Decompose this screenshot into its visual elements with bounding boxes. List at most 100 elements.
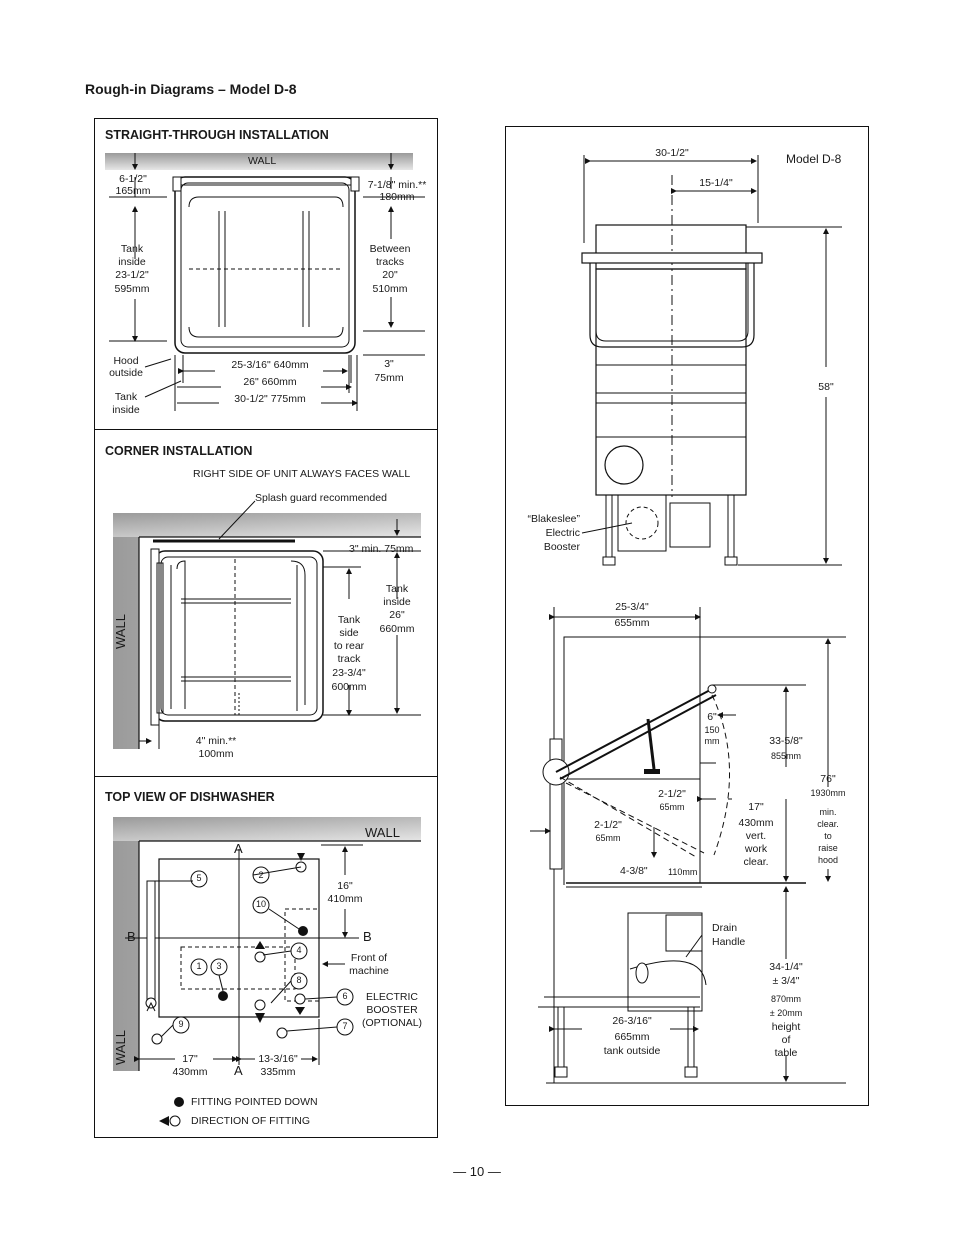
straight-through-drawing: [105, 153, 425, 411]
fitting-2-number: 2: [258, 870, 264, 880]
st-right-top-in: 7-1/8" min.**: [367, 179, 427, 191]
st-left-top-in: 6-1/2": [119, 173, 147, 185]
st-right-top-mm: 180mm: [379, 191, 415, 203]
blakeslee-2: Electric: [545, 527, 580, 539]
side-l212-mm: 65mm: [595, 833, 621, 843]
front-width-half: 15-1/4": [699, 177, 733, 189]
side-bottom-3: tank outside: [603, 1045, 661, 1057]
corner-tank-side-5: 23-3/4": [332, 667, 366, 679]
side-h33-mm: 855mm: [770, 751, 801, 761]
front-height: 58": [818, 381, 834, 393]
side-top-mm: 655mm: [614, 617, 650, 629]
side-h76-in: 76": [820, 773, 836, 785]
corner-tank-side-4: track: [337, 653, 361, 665]
st-hood-2: outside: [109, 367, 143, 379]
st-left-top-mm: 165mm: [115, 185, 151, 197]
st-three-in: 3": [384, 358, 394, 370]
side-v17-5: clear.: [743, 856, 769, 868]
side-top-in: 25-3/4": [615, 601, 649, 613]
corner-four-mm: 100mm: [198, 748, 234, 760]
fitting-8-number: 8: [296, 975, 302, 985]
tv-wall-top: WALL: [365, 825, 400, 840]
st-tank-b-2: inside: [112, 404, 140, 416]
side-bottom-mm: 665mm: [614, 1031, 650, 1043]
tv-seventeen-in: 17": [182, 1053, 198, 1065]
side-v17-3: vert.: [745, 830, 767, 842]
fitting-5-number: 5: [196, 873, 202, 883]
top-view-drawing: [113, 817, 421, 1127]
side-h34-4: of: [781, 1034, 791, 1046]
side-h33-in: 33-5/8": [769, 735, 803, 747]
side-h34-5: table: [774, 1047, 798, 1059]
corner-four-min: 4" min.**: [195, 735, 237, 747]
side-l212-in: 2-1/2": [594, 819, 622, 831]
tv-wall-side: WALL: [113, 1030, 128, 1065]
top-view-title: TOP VIEW OF DISHWASHER: [105, 790, 275, 804]
side-h34-tol: ± 3/4": [772, 975, 800, 987]
st-dim-3: 30-1/2" 775mm: [234, 393, 306, 405]
corner-note: RIGHT SIDE OF UNIT ALWAYS FACES WALL: [193, 468, 411, 480]
side-d212-mm: 65mm: [659, 802, 685, 812]
side-h34-3: height: [771, 1021, 801, 1033]
tv-sixteen-mm: 410mm: [327, 893, 363, 905]
tv-booster-1: ELECTRIC: [366, 991, 418, 1003]
st-tank-b-1: Tank: [114, 391, 138, 403]
tv-front-2: machine: [349, 965, 389, 977]
fitting-7-number: 7: [342, 1021, 348, 1031]
fitting-4-number: 4: [296, 945, 302, 955]
side-clear-5: hood: [817, 855, 839, 865]
tv-booster-2: BOOSTER: [366, 1004, 418, 1016]
side-drain-1: Drain: [712, 922, 738, 934]
tv-seventeen-mm: 430mm: [172, 1066, 208, 1078]
side-v17-mm: 430mm: [738, 817, 774, 829]
tv-a-bottom: A: [234, 1063, 243, 1078]
corner-drawing: [113, 500, 421, 749]
st-dim-1: 25-3/16" 640mm: [231, 359, 309, 371]
tv-booster-3: (OPTIONAL): [361, 1017, 423, 1029]
st-tank-inside-1: Tank: [120, 243, 144, 255]
st-dim-2: 26" 660mm: [243, 376, 297, 388]
tv-thirteen-mm: 335mm: [260, 1066, 296, 1078]
page-title: Rough-in Diagrams – Model D-8: [85, 81, 297, 97]
corner-title: CORNER INSTALLATION: [105, 444, 253, 458]
side-six-mm-1: 150: [704, 725, 720, 735]
corner-tank-side-3: to rear: [333, 640, 365, 652]
tv-sixteen-in: 16": [337, 880, 353, 892]
straight-through-title: STRAIGHT-THROUGH INSTALLATION: [105, 128, 329, 142]
corner-tank-in-1: Tank: [385, 583, 409, 595]
side-six-in: 6": [707, 711, 717, 723]
side-v17-4: work: [744, 843, 768, 855]
section-divider-1: [95, 429, 437, 430]
corner-tank-side-6: 600mm: [331, 681, 367, 693]
side-d438-mm: 110mm: [668, 867, 698, 877]
front-side-drawing: [530, 155, 846, 1084]
corner-three-min: 3" min. 75mm: [349, 543, 414, 555]
blakeslee-3: Booster: [543, 541, 580, 553]
side-six-mm-2: mm: [704, 736, 720, 746]
corner-tank-in-4: 660mm: [379, 623, 415, 635]
corner-wall-label: WALL: [113, 614, 128, 649]
left-panel: STRAIGHT-THROUGH INSTALLATION: [94, 118, 438, 1138]
st-hood-1: Hood: [113, 355, 139, 367]
st-between-2: tracks: [375, 256, 404, 268]
legend-fitting-down: FITTING POINTED DOWN: [191, 1096, 318, 1108]
side-drain-2: Handle: [712, 936, 746, 948]
st-between-3: 20": [382, 269, 398, 281]
st-tank-inside-2: inside: [118, 256, 146, 268]
tv-b-left: B: [127, 929, 136, 944]
side-d438-in: 4-3/8": [620, 865, 648, 877]
fitting-3-number: 3: [216, 961, 222, 971]
legend-direction: DIRECTION OF FITTING: [191, 1115, 310, 1127]
tv-front-1: Front of: [350, 952, 388, 964]
right-panel: Model D-8 30-1/2" 15-1/4" 58" “Blakeslee…: [505, 126, 869, 1106]
st-wall-label: WALL: [248, 155, 277, 167]
front-width-total: 30-1/2": [655, 147, 689, 159]
tv-thirteen-in: 13-3/16": [258, 1053, 298, 1065]
side-clear-4: raise: [818, 843, 838, 853]
side-clear-2: clear.: [817, 819, 839, 829]
side-v17-in: 17": [748, 801, 764, 813]
section-divider-2: [95, 776, 437, 777]
st-between-4: 510mm: [372, 283, 408, 295]
model-label: Model D-8: [786, 152, 842, 166]
fitting-9-number: 9: [178, 1019, 184, 1029]
